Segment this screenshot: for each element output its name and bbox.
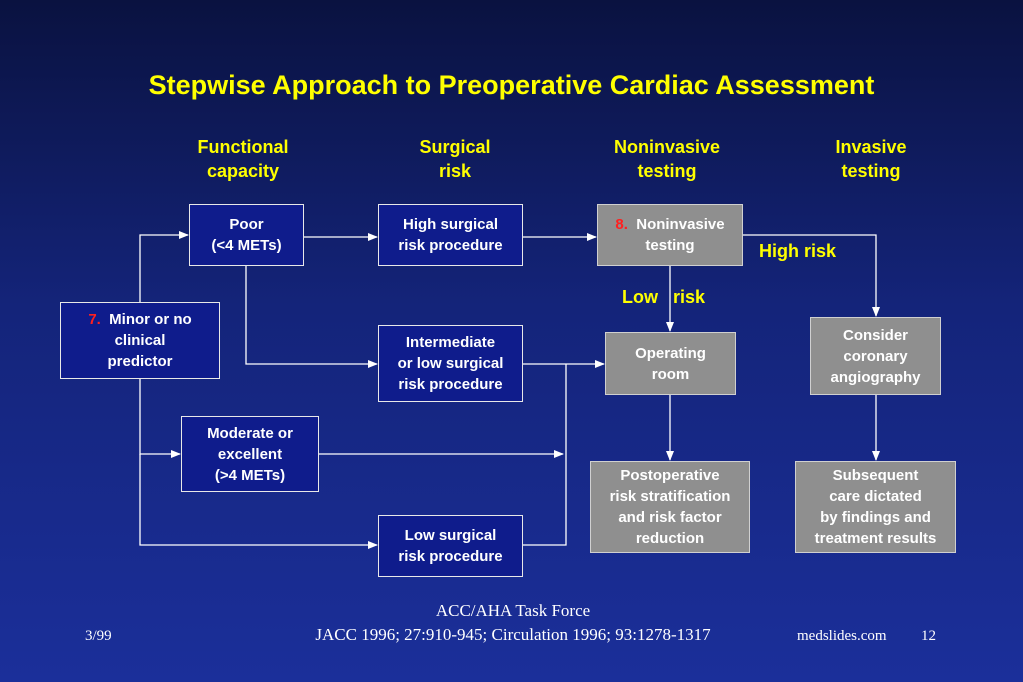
box-line: treatment results: [814, 530, 937, 547]
box-line: Subsequent: [832, 467, 919, 484]
step-number: 8.: [615, 216, 628, 233]
box-line: predictor: [107, 353, 173, 370]
box-line: and risk factor: [618, 509, 722, 526]
column-header-line: testing: [841, 161, 901, 181]
box-line: Poor: [229, 216, 264, 233]
column-header-noninvasive-testing: Noninvasive testing: [587, 135, 747, 183]
box-line: risk procedure: [398, 548, 503, 565]
footer-page-number: 12: [921, 628, 936, 644]
column-header-line: Noninvasive: [613, 137, 721, 157]
slide-title: Stepwise Approach to Preoperative Cardia…: [148, 70, 875, 100]
box-line: risk stratification: [609, 488, 731, 505]
box-line: by findings and: [820, 509, 931, 526]
column-header-line: Functional: [197, 137, 289, 157]
label-low-risk: Low risk: [622, 287, 706, 307]
box-line: risk procedure: [398, 237, 503, 254]
step-number: 7.: [88, 311, 101, 328]
column-header-functional-capacity: Functional capacity: [163, 135, 323, 183]
connector-poor-to-intermediate: [245, 266, 378, 368]
connector-minor-to-low-surgical: [139, 454, 378, 549]
connector-noninvasive-to-angiography: [743, 234, 880, 317]
footer-source-line1: ACC/AHA Task Force: [435, 601, 591, 620]
label-high-risk: High risk: [759, 241, 837, 261]
column-header-surgical-risk: Surgical risk: [375, 135, 535, 183]
box-line: care dictated: [829, 488, 922, 505]
column-header-line: testing: [637, 161, 697, 181]
column-header-line: Invasive: [835, 137, 907, 157]
box-line: coronary: [843, 347, 908, 365]
box-line: 8. Noninvasive: [615, 214, 724, 235]
box-line: room: [651, 365, 690, 383]
box-line: excellent: [217, 445, 283, 463]
box-line: risk procedure: [398, 376, 503, 393]
box-intermediate-surgical-risk: Intermediate or low surgical risk proced…: [378, 325, 523, 402]
column-header-line: Surgical: [419, 137, 491, 157]
column-header-line: risk: [438, 161, 472, 181]
column-header-invasive-testing: Invasive testing: [791, 135, 951, 183]
box-high-surgical-risk: High surgical risk procedure: [378, 204, 523, 266]
box-line: clinical: [114, 332, 166, 349]
box-line: Operating: [635, 344, 706, 362]
column-header-line: capacity: [206, 161, 280, 181]
box-line: Consider: [842, 326, 908, 344]
box-line: reduction: [635, 530, 705, 547]
box-line: or low surgical: [397, 355, 504, 372]
connector-minor-to-moderate: [139, 379, 181, 458]
box-noninvasive-testing: 8. Noninvasive testing: [597, 204, 743, 266]
box-line: High surgical: [402, 216, 499, 233]
box-postoperative-risk: Postoperative risk stratification and ri…: [590, 461, 750, 553]
box-line: angiography: [830, 368, 921, 386]
connector-minor-to-poor: [139, 231, 189, 302]
box-operating-room: Operating room: [605, 332, 736, 395]
box-minor-clinical-predictor: 7. Minor or no clinical predictor: [60, 302, 220, 379]
footer-date: 3/99: [85, 628, 112, 644]
box-coronary-angiography: Consider coronary angiography: [810, 317, 941, 395]
box-line-text: Noninvasive: [636, 216, 725, 233]
box-line: 7. Minor or no: [88, 309, 191, 330]
box-line: testing: [645, 237, 695, 254]
box-line: Postoperative: [620, 467, 720, 484]
box-subsequent-care: Subsequent care dictated by findings and…: [795, 461, 956, 553]
box-low-surgical-risk: Low surgical risk procedure: [378, 515, 523, 577]
box-poor-capacity: Poor (<4 METs): [189, 204, 304, 266]
connector-low-surgical-join: [523, 364, 567, 546]
box-line: Moderate or: [207, 424, 293, 442]
footer-source-line2: JACC 1996; 27:910-945; Circulation 1996;…: [315, 625, 711, 644]
box-line: Low surgical: [404, 527, 497, 544]
box-line: (<4 METs): [211, 237, 282, 254]
box-line: Intermediate: [405, 334, 496, 351]
footer-site: medslides.com: [797, 628, 887, 644]
box-line: (>4 METs): [214, 466, 286, 484]
box-line-text: Minor or no: [109, 311, 192, 328]
box-moderate-capacity: Moderate or excellent (>4 METs): [181, 416, 319, 492]
